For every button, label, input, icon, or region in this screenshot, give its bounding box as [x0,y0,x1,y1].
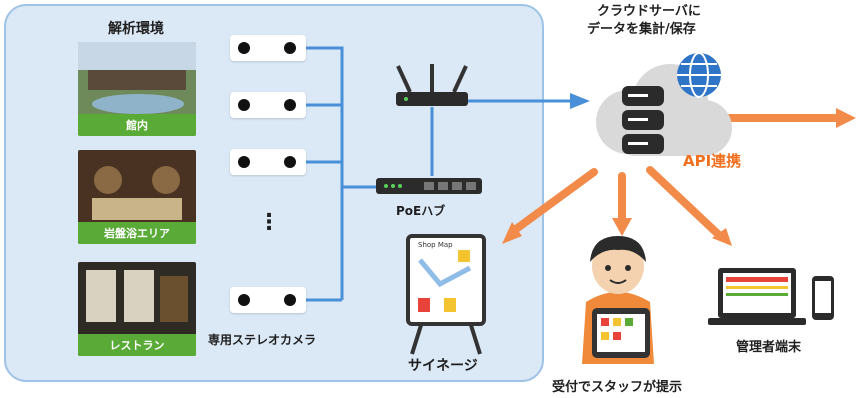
signage-board-icon [406,234,486,355]
more-cameras-ellipsis: ⋮ [258,210,280,235]
poe-hub-icon [376,178,482,194]
globe-icon [677,52,721,98]
zone-label: 岩盤浴エリア [78,222,196,244]
cloud-title-line2: データを集計/保存 [587,22,696,37]
admin-terminal-label: 管理者端末 [736,340,802,355]
signage-label: サイネージ [408,358,478,374]
staff-person-icon [582,236,654,364]
camera-label: 専用ステレオカメラ [208,333,317,347]
zone-photo-restaurant: レストラン [78,262,196,356]
poe-hub-label: PoEハブ [396,204,446,218]
staff-label: 受付でスタッフが提示 [552,380,683,395]
stereo-camera [230,149,306,175]
api-label: API連携 [683,152,742,170]
zone-label: 館内 [78,114,196,136]
camera-lens-icon [284,294,296,306]
camera-lens-icon [284,156,296,168]
camera-lens-icon [284,99,296,111]
router-icon [396,64,468,106]
cloud-server-icon [596,64,732,156]
cloud-title-line1: クラウドサーバに [597,4,701,19]
camera-lens-icon [238,294,250,306]
zone-photo-bedrock-bath: 岩盤浴エリア [78,150,196,244]
stereo-camera [230,92,306,118]
camera-lens-icon [238,99,250,111]
environment-title: 解析環境 [108,21,164,37]
camera-lens-icon [238,156,250,168]
signage-map-title: Shop Map [418,241,453,249]
zone-label: レストラン [78,334,196,356]
stereo-camera [230,35,306,61]
zone-photo-lobby: 館内 [78,42,196,136]
camera-lens-icon [238,42,250,54]
laptop-and-phone-icon [708,268,834,325]
camera-lens-icon [284,42,296,54]
stereo-camera [230,287,306,313]
